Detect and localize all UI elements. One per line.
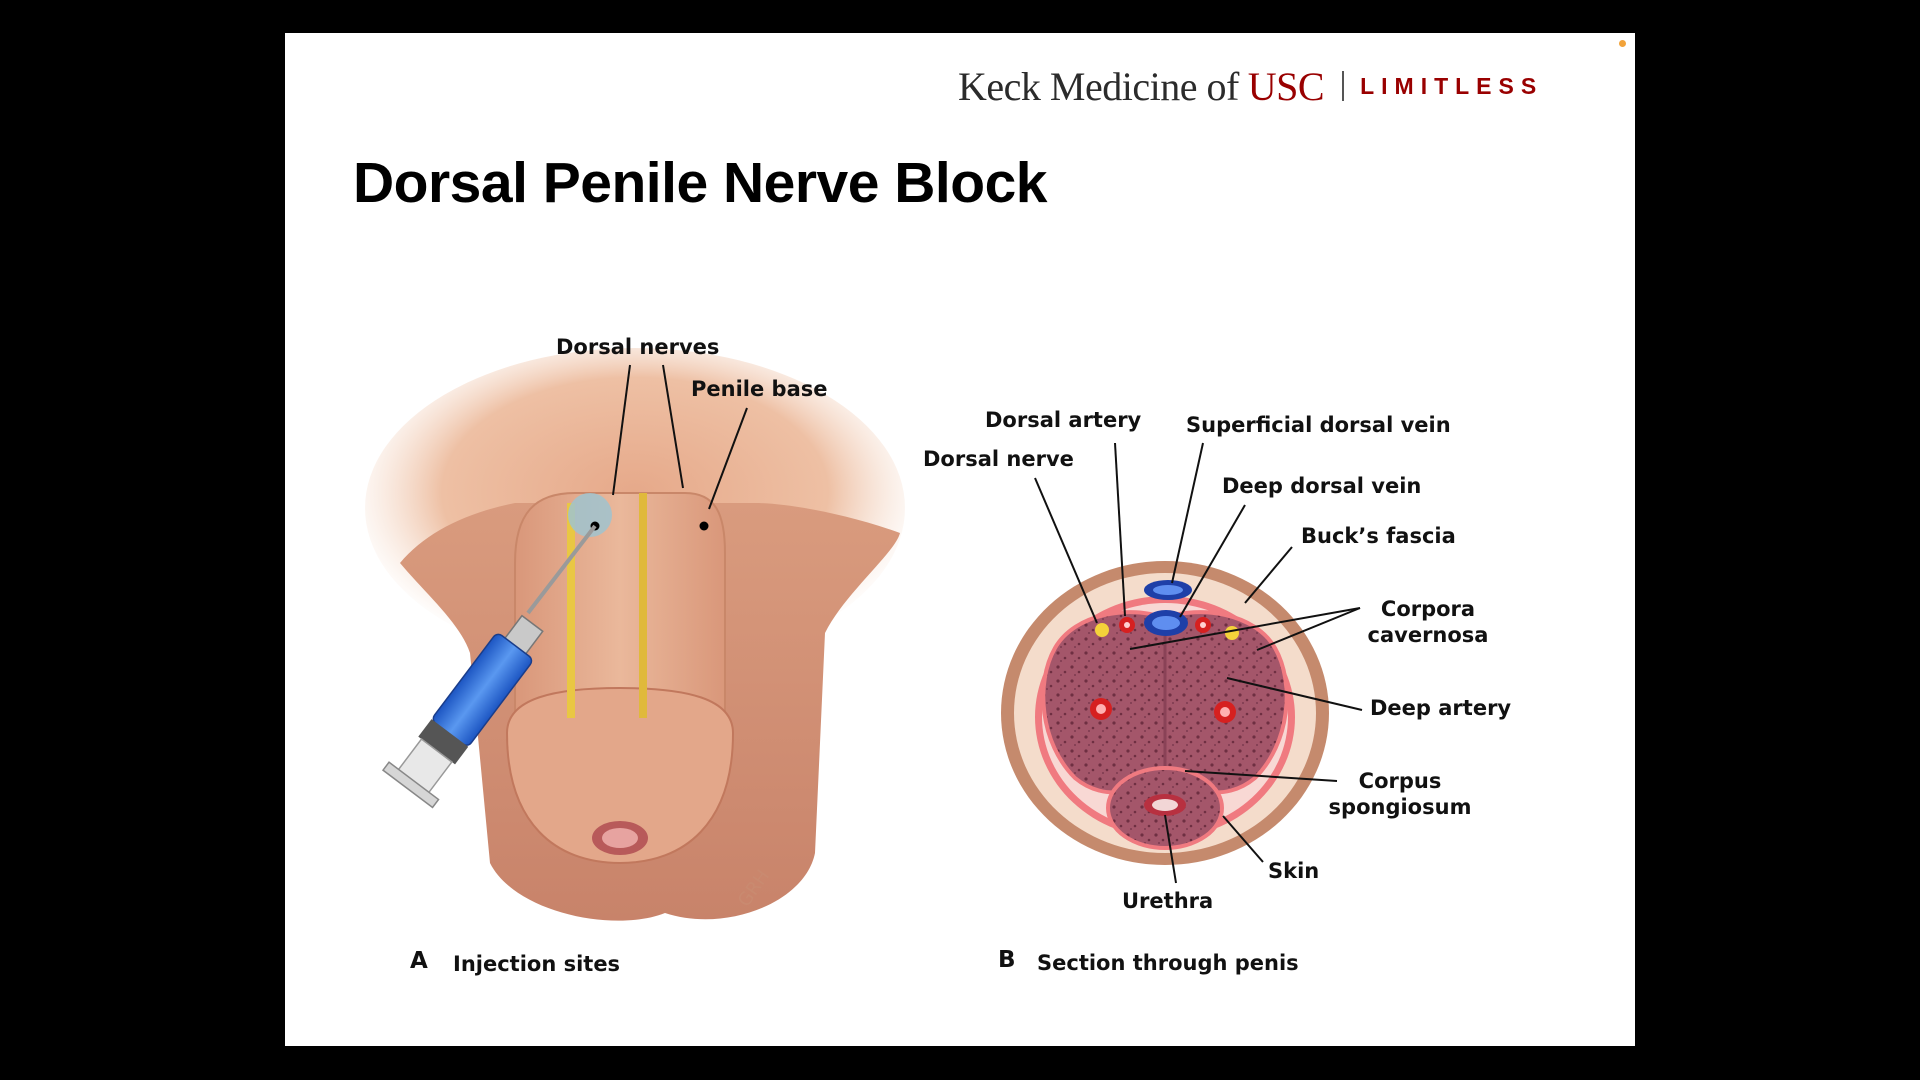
figure-b-illustration: [1001, 561, 1329, 865]
logo: Keck Medicine of USC LIMITLESS: [958, 61, 1543, 111]
figure-a-leaders: [612, 364, 748, 510]
dorsal-nerve-left-b: [1095, 623, 1109, 637]
figure-b-letter: B: [998, 947, 1016, 973]
label-skin: Skin: [1268, 859, 1320, 883]
label-urethra: Urethra: [1122, 889, 1214, 913]
label-corpora-cavernosa: Corpora cavernosa: [1363, 596, 1493, 648]
figure-a-illustration: GRH: [365, 348, 905, 921]
label-dorsal-nerves: Dorsal nerves: [556, 335, 720, 359]
logo-text: Keck Medicine of: [958, 63, 1239, 109]
dorsal-nerve-left: [567, 503, 575, 718]
anesthetic-bleb: [568, 493, 612, 537]
label-superficial-dorsal-vein: Superficial dorsal vein: [1186, 413, 1451, 437]
slide-title: Dorsal Penile Nerve Block: [353, 151, 1048, 215]
orange-dot: [1619, 40, 1626, 47]
logo-usc: USC: [1247, 63, 1325, 109]
label-penile-base: Penile base: [691, 377, 828, 401]
figure-b-caption: Section through penis: [1037, 951, 1299, 975]
figure-a-letter: A: [410, 948, 428, 974]
label-corpora-cavernosa-line1: Corpora: [1380, 597, 1476, 621]
label-dorsal-artery: Dorsal artery: [985, 408, 1142, 432]
figure-a-caption: Injection sites: [453, 952, 621, 976]
needle: [526, 524, 597, 615]
label-corpus-spongiosum: Corpus spongiosum: [1325, 768, 1475, 820]
label-deep-artery: Deep artery: [1370, 696, 1512, 720]
dorsal-nerve-right: [639, 493, 647, 718]
injection-site-right: [699, 521, 709, 531]
label-dorsal-nerve: Dorsal nerve: [923, 447, 1074, 471]
logo-tagline: LIMITLESS: [1360, 72, 1544, 99]
dorsal-nerve-right-b: [1225, 626, 1239, 640]
label-bucks-fascia: Buck’s fascia: [1301, 524, 1456, 548]
slide: Keck Medicine of USC LIMITLESS Dorsal Pe…: [285, 33, 1635, 1046]
logo-divider: [1342, 71, 1345, 101]
label-corpus-spongiosum-line2: spongiosum: [1328, 795, 1472, 819]
label-deep-dorsal-vein: Deep dorsal vein: [1222, 474, 1422, 498]
syringe: [381, 614, 544, 809]
label-corpus-spongiosum-line1: Corpus: [1358, 769, 1442, 793]
figure-b-leaders: [1034, 442, 1363, 884]
label-corpora-cavernosa-line2: cavernosa: [1367, 623, 1489, 647]
anatomy-figure: GRH: [365, 348, 1363, 921]
